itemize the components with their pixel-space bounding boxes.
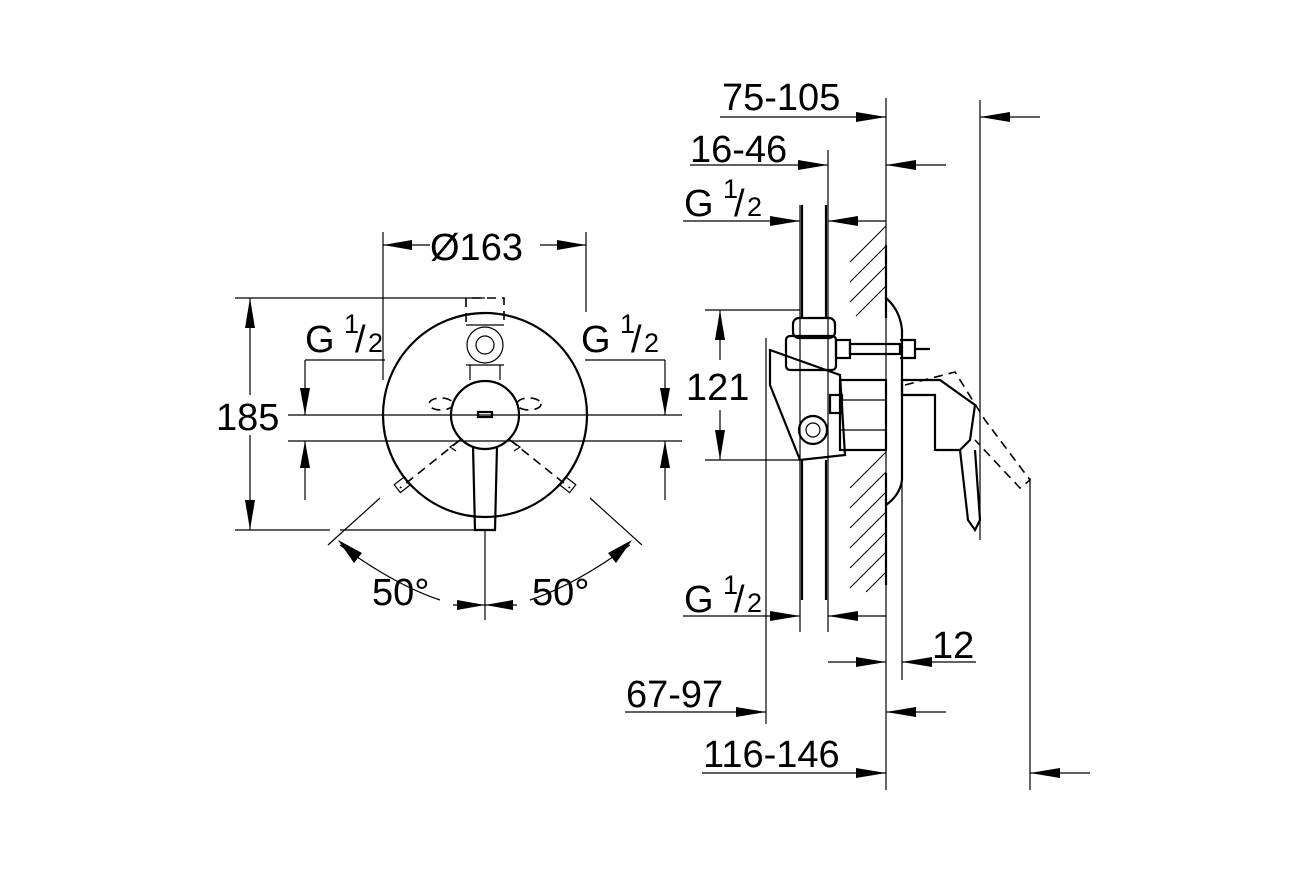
svg-text:1: 1 xyxy=(723,570,738,600)
angle-left-label: 50° xyxy=(372,572,429,614)
thread-label-right: G 1 / 2 xyxy=(581,309,659,361)
svg-text:/: / xyxy=(734,579,745,621)
svg-text:G: G xyxy=(581,319,611,361)
svg-text:1: 1 xyxy=(620,309,635,339)
svg-text:/: / xyxy=(631,319,642,361)
thread-label-top: G 1 / 2 xyxy=(684,174,762,225)
wall-hatch xyxy=(849,225,888,593)
valve-body xyxy=(768,316,930,462)
svg-text:1: 1 xyxy=(344,309,359,339)
body-height-label: 121 xyxy=(686,367,749,409)
svg-text:G: G xyxy=(684,183,714,225)
diameter-label: Ø163 xyxy=(430,227,523,269)
plate-label: 12 xyxy=(932,625,974,667)
svg-text:/: / xyxy=(734,183,745,225)
thread-label-left: G 1 / 2 xyxy=(305,309,383,361)
height-185-label: 185 xyxy=(216,397,279,439)
wall-plate xyxy=(885,297,904,506)
svg-text:G: G xyxy=(684,579,714,621)
front-view: Ø163 185 G 1 / 2 G 1 / xyxy=(216,227,682,620)
svg-text:G: G xyxy=(305,319,335,361)
total-depth-label: 116-146 xyxy=(703,734,840,776)
svg-text:1: 1 xyxy=(723,174,738,204)
svg-text:/: / xyxy=(355,319,366,361)
svg-text:2: 2 xyxy=(747,192,762,222)
depth-max-label: 75-105 xyxy=(722,77,840,119)
thread-label-bottom: G 1 / 2 xyxy=(684,570,762,621)
svg-text:2: 2 xyxy=(644,328,659,358)
depth-min-label: 16-46 xyxy=(690,129,787,171)
side-handle xyxy=(900,371,1032,533)
install-depth-label: 67-97 xyxy=(626,674,723,716)
side-view: 121 75-105 16-46 G 1 / 2 G 1 xyxy=(625,77,1090,790)
handle-hub xyxy=(449,379,521,451)
svg-text:2: 2 xyxy=(747,588,762,618)
svg-text:2: 2 xyxy=(368,328,383,358)
angle-right-label: 50° xyxy=(532,572,589,614)
